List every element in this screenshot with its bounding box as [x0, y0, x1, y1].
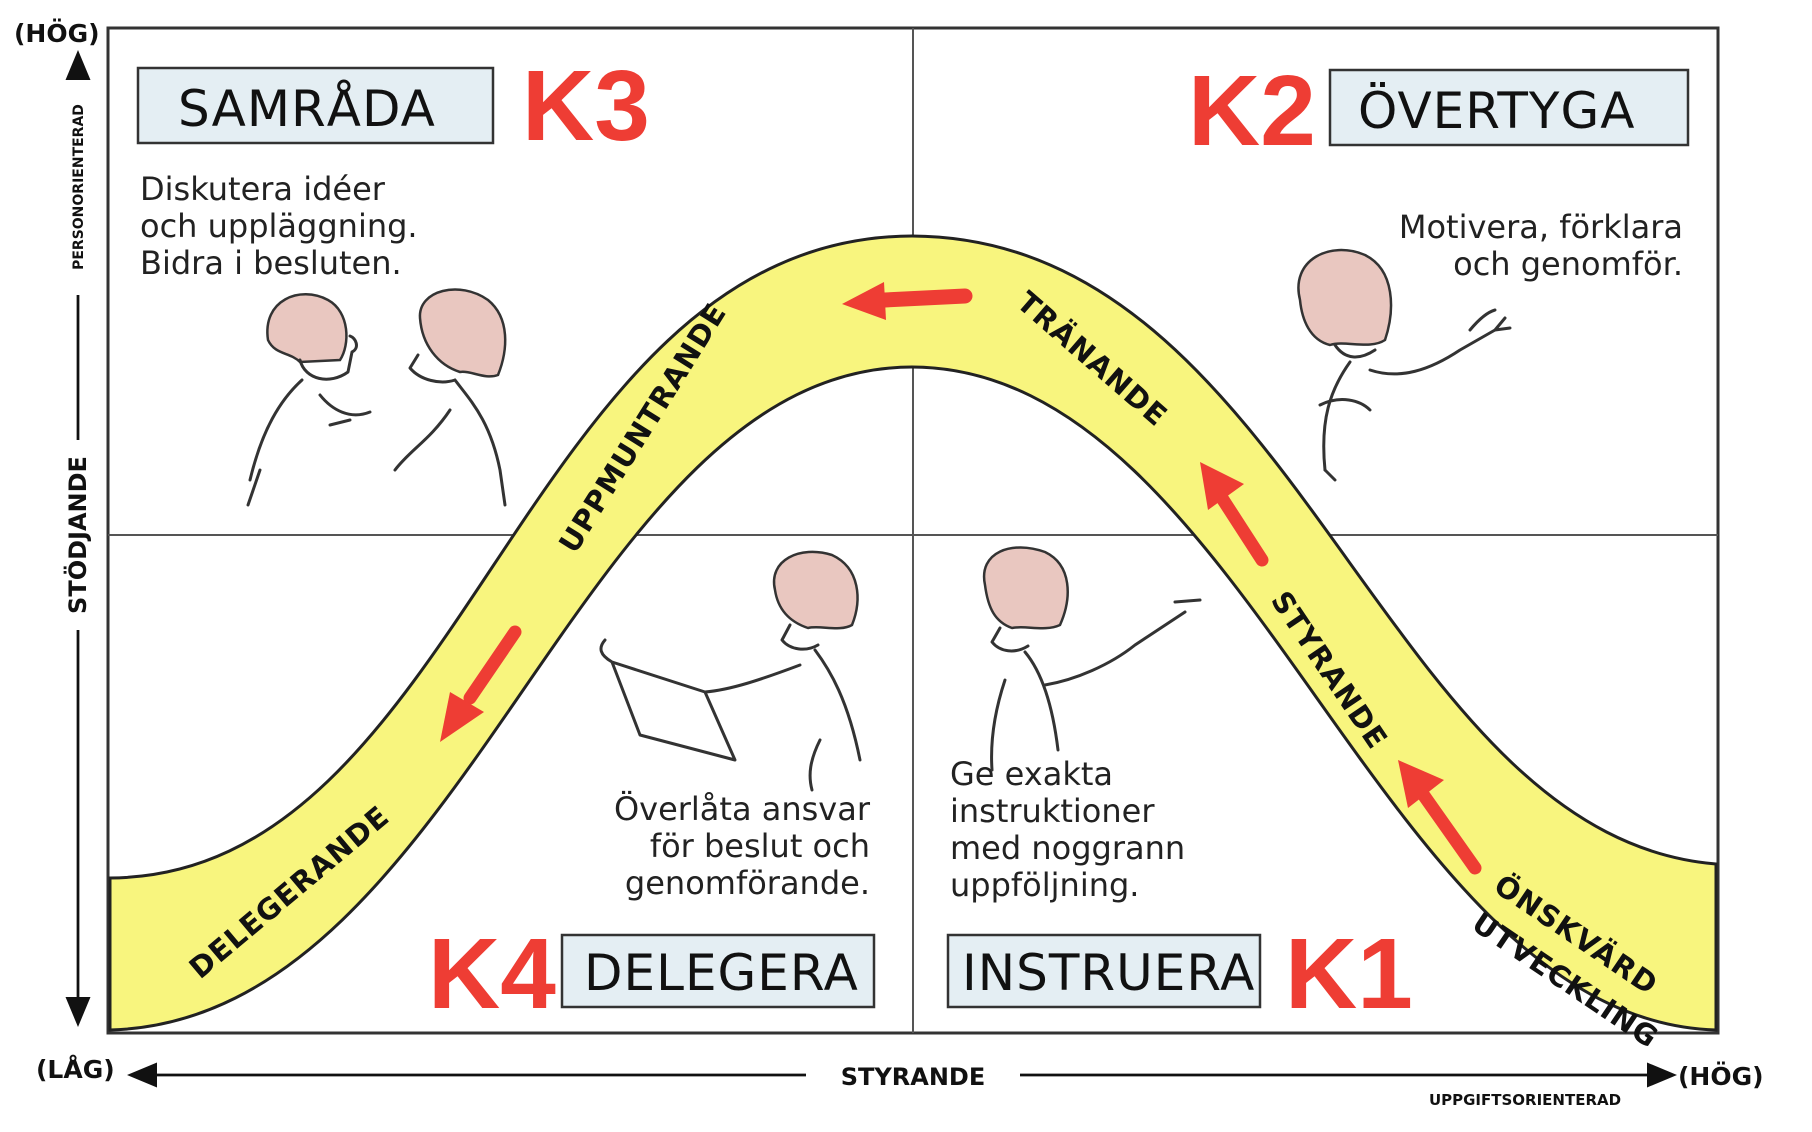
y-axis-sub-label: PERSONORIENTERAD: [71, 104, 87, 270]
k4-description-line-3: genomförande.: [625, 864, 870, 902]
k4-title: DELEGERA: [584, 944, 859, 1002]
k2-description-line-2: och genomför.: [1453, 245, 1683, 283]
y-axis-top-label: (HÖG): [14, 18, 100, 48]
k3-description-line-1: Diskutera idéer: [140, 170, 386, 208]
y-axis-main-label: STÖDJANDE: [62, 456, 92, 614]
k3-description-line-3: Bidra i besluten.: [140, 244, 402, 282]
k4-description-line-2: för beslut och: [650, 827, 870, 865]
k1-description-line-3: med noggrann: [950, 829, 1185, 867]
k3-description-line-2: och uppläggning.: [140, 207, 418, 245]
k3-code: K3: [522, 50, 650, 162]
x-axis-sub-label: UPPGIFTSORIENTERAD: [1429, 1091, 1621, 1109]
k1-description-line-4: uppföljning.: [950, 866, 1139, 904]
x-axis-main-label: STYRANDE: [841, 1063, 986, 1091]
k3-title: SAMRÅDA: [178, 80, 436, 138]
k2-title: ÖVERTYGA: [1358, 82, 1635, 140]
k4-code: K4: [428, 918, 556, 1030]
x-axis-left-label: (LÅG): [36, 1055, 115, 1084]
x-axis-right-label: (HÖG): [1678, 1061, 1764, 1091]
k4-description-line-1: Överlåta ansvar: [614, 790, 871, 828]
k1-description-line-2: instruktioner: [950, 792, 1155, 830]
k2-code: K2: [1188, 55, 1316, 167]
k1-code: K1: [1285, 918, 1413, 1030]
k2-description-line-1: Motivera, förklara: [1399, 208, 1683, 246]
k1-description-line-1: Ge exakta: [950, 755, 1113, 793]
k1-title: INSTRUERA: [962, 944, 1255, 1002]
